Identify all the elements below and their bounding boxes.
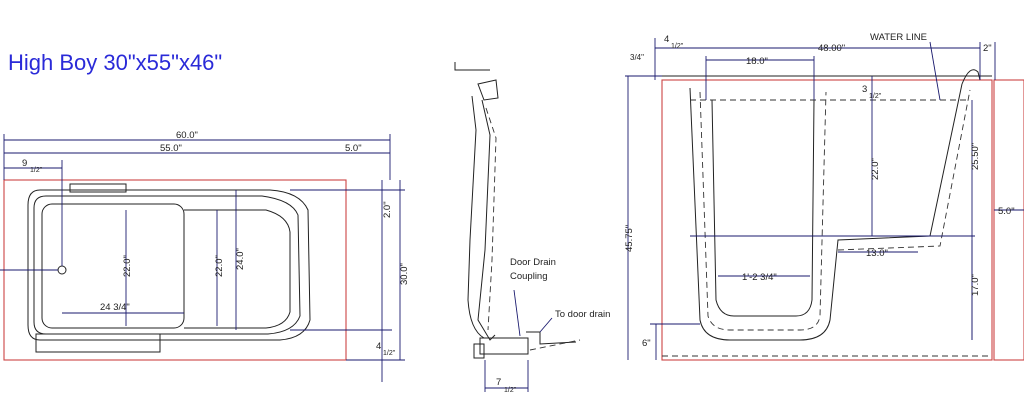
side-view: Door Drain Coupling To door drain 7 1/2" <box>454 62 610 394</box>
elevation-tub-profile <box>689 83 963 341</box>
label-to-door-drain: To door drain <box>555 309 610 320</box>
dim-side-width-whole: 7 <box>496 377 501 388</box>
plan-seat <box>41 203 185 329</box>
dim-elev-left-margin-whole: 4 <box>664 34 669 45</box>
dim-elev-left-small: 3/4" <box>630 53 644 62</box>
plan-view: 60.0" 55.0" 5.0" 9 1/2" 2.0" 30.0" 4 1/2… <box>0 130 410 382</box>
plan-basin <box>184 209 291 329</box>
dim-waterline-drop-whole: 3 <box>862 84 867 95</box>
dim-drain-offset-frac: 1/2" <box>30 167 43 174</box>
elevation-view: WATER LINE 48.00" 2" 4 1/2" 3/4" 18.0" 3… <box>624 32 1024 361</box>
dim-overall-length: 60.0" <box>176 130 198 141</box>
dim-elev-left-margin-frac: 1/2" <box>671 43 684 50</box>
dim-end-thickness: 5.0" <box>998 206 1015 217</box>
label-coupling: Coupling <box>510 271 548 282</box>
dim-basin-width: 22.0" <box>214 255 225 277</box>
dim-seat-width: 22.0" <box>122 255 133 277</box>
label-water-line: WATER LINE <box>870 32 927 43</box>
dim-bottom-rim-frac: 1/2" <box>383 350 396 357</box>
dim-drain-offset-whole: 9 <box>22 158 27 169</box>
plan-drain <box>57 265 67 275</box>
label-door-drain: Door Drain <box>510 257 556 268</box>
dim-bottom-rim-whole: 4 <box>376 341 381 352</box>
dim-end-deck: 5.0" <box>345 143 362 154</box>
plan-tub-outline <box>27 189 311 341</box>
elevation-end-frame <box>993 79 1024 361</box>
plan-door-panel <box>35 333 161 353</box>
dim-top-rim: 2.0" <box>382 201 393 218</box>
dim-inner-width: 24.0" <box>235 248 246 270</box>
dim-water-depth: 25.50" <box>970 143 981 170</box>
diagram-title: High Boy 30"x55"x46" <box>8 50 223 75</box>
side-faucet <box>477 79 499 101</box>
dim-inner-length: 55.0" <box>160 143 182 154</box>
elevation-door-dashed <box>699 91 827 331</box>
plan-tub-inner-rim <box>33 195 301 335</box>
side-door-outline <box>477 99 496 341</box>
dim-waterline-drop-frac: 1/2" <box>869 93 882 100</box>
elevation-faucet <box>961 69 981 85</box>
dim-total-height: 45.75" <box>624 225 635 252</box>
side-drain-pipe <box>526 331 577 345</box>
elevation-frame <box>661 79 993 361</box>
elevation-door-panel <box>711 99 815 317</box>
dim-depth-total: 30.0" <box>399 263 410 285</box>
dim-door-height: 22.0" <box>870 158 881 180</box>
dim-door-base: 1'-2 3/4" <box>742 272 777 283</box>
dim-seat-length: 24 3/4" <box>100 302 130 313</box>
dim-door-opening: 18.0" <box>746 56 768 67</box>
dim-elev-right-margin: 2" <box>983 43 992 54</box>
dim-base-height: 6" <box>642 338 651 349</box>
dim-step-length: 13.0" <box>866 248 888 259</box>
plan-door-tab-top <box>69 183 127 193</box>
dim-elev-overall-length: 48.00" <box>818 43 845 54</box>
dim-seat-height: 17.0" <box>970 274 981 296</box>
side-drain-coupling <box>479 337 529 355</box>
dim-side-width-frac: 1/2" <box>504 387 517 394</box>
